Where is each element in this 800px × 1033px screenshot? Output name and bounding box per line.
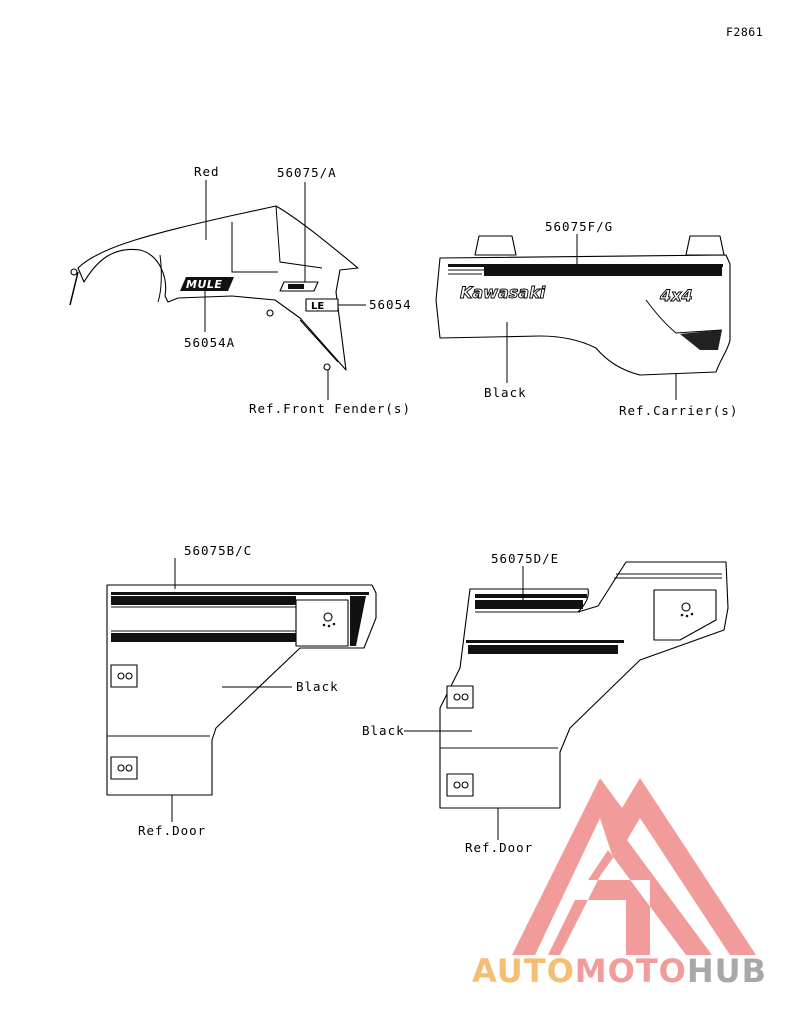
label-black-door-left: Black	[296, 679, 339, 694]
svg-text:AUTOMOTOHUB: AUTOMOTOHUB	[472, 952, 767, 990]
svg-text:MULE: MULE	[186, 278, 222, 291]
label-56054a: 56054A	[184, 335, 235, 350]
label-56054: 56054	[369, 297, 412, 312]
carrier-decal-assembly: Kawasaki 4x4	[435, 234, 731, 400]
kawasaki-logo-decal: Kawasaki	[460, 283, 547, 303]
label-black-carrier: Black	[484, 385, 527, 400]
mule-logo-decal: MULE	[180, 277, 234, 291]
carrier-decal-body	[435, 254, 731, 376]
label-ref-carrier: Ref.Carrier(s)	[619, 403, 738, 418]
svg-text:4x4: 4x4	[659, 286, 693, 305]
svg-text:LE: LE	[311, 301, 324, 312]
label-ref-door-right: Ref.Door	[465, 840, 533, 855]
watermark-hub: HUB	[687, 952, 767, 990]
watermark-auto: AUTO	[472, 952, 575, 990]
le-decal: LE	[305, 298, 339, 312]
decal-56075-a	[279, 281, 319, 292]
label-ref-front-fender: Ref.Front Fender(s)	[249, 401, 411, 416]
four-by-four-decal: 4x4	[659, 286, 693, 306]
front-fender-assembly: MULE LE	[69, 180, 366, 400]
svg-text:Kawasaki: Kawasaki	[460, 283, 546, 302]
watermark-logo-icon	[512, 778, 756, 955]
label-red: Red	[194, 164, 220, 179]
label-black-door-right: Black	[362, 723, 405, 738]
figure-id: F2861	[726, 25, 763, 39]
automotohub-watermark: AUTOMOTOHUB	[472, 778, 767, 990]
left-door-decal-assembly	[106, 558, 377, 822]
right-door-decal-assembly	[404, 561, 729, 840]
label-56075b-c: 56075B/C	[184, 543, 252, 558]
label-56075d-e: 56075D/E	[491, 551, 559, 566]
watermark-moto: MOTO	[575, 952, 687, 990]
label-56075f-g: 56075F/G	[545, 219, 613, 234]
label-56075-a: 56075/A	[277, 165, 337, 180]
label-ref-door-left: Ref.Door	[138, 823, 206, 838]
